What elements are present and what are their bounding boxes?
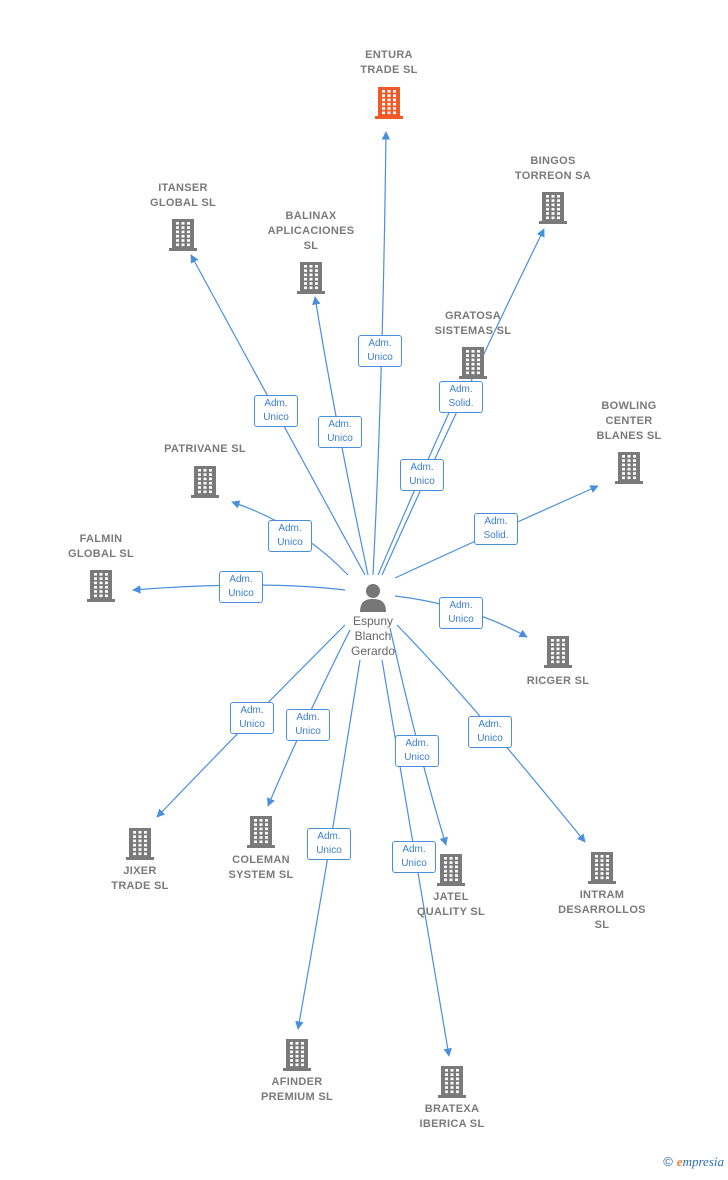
- company-name: GRATOSA SISTEMAS SL: [434, 310, 512, 337]
- brand-footer: ©empresia: [663, 1154, 724, 1170]
- brand-initial: e: [676, 1154, 683, 1169]
- relation-badge-gratosa[interactable]: Adm. Solid.: [439, 381, 483, 413]
- company-node-ricger[interactable]: RICGER SL: [488, 634, 628, 689]
- building-icon: [437, 854, 465, 886]
- company-node-bratexa[interactable]: BRATEXA IBERICA SL: [382, 1064, 522, 1132]
- company-name: INTRAM DESARROLLOS SL: [558, 889, 646, 931]
- building-icon: [544, 636, 572, 668]
- relation-badge-jixer[interactable]: Adm. Unico: [230, 702, 274, 734]
- company-name: BINGOS TORREON SA: [514, 155, 592, 182]
- company-name: ITANSER GLOBAL SL: [149, 182, 217, 209]
- company-node-balinax[interactable]: BALINAX APLICACIONES SL: [241, 209, 381, 294]
- relation-badge-bingos[interactable]: Adm. Unico: [400, 459, 444, 491]
- building-icon: [87, 570, 115, 602]
- relation-badge-patrivane[interactable]: Adm. Unico: [268, 520, 312, 552]
- brand-name: mpresia: [682, 1154, 724, 1169]
- company-name: PATRIVANE SL: [164, 443, 246, 455]
- company-node-afinder[interactable]: AFINDER PREMIUM SL: [227, 1037, 367, 1105]
- person-name: Espuny Blanch Gerardo: [350, 614, 396, 658]
- building-icon: [247, 816, 275, 848]
- person-icon: [360, 584, 386, 612]
- relation-badge-coleman[interactable]: Adm. Unico: [286, 709, 330, 741]
- relation-badge-itanser[interactable]: Adm. Unico: [254, 395, 298, 427]
- relation-badge-balinax[interactable]: Adm. Unico: [318, 416, 362, 448]
- company-node-jatel[interactable]: JATEL QUALITY SL: [381, 852, 521, 920]
- copyright-symbol: ©: [663, 1154, 673, 1169]
- building-icon: [283, 1039, 311, 1071]
- company-node-coleman[interactable]: COLEMAN SYSTEM SL: [191, 814, 331, 883]
- relation-badge-intram[interactable]: Adm. Unico: [468, 716, 512, 748]
- company-node-intram[interactable]: INTRAM DESARROLLOS SL: [532, 850, 672, 933]
- company-node-entura[interactable]: ENTURA TRADE SL: [319, 48, 459, 119]
- building-icon: [126, 828, 154, 860]
- company-node-bingos[interactable]: BINGOS TORREON SA: [483, 154, 623, 224]
- building-icon: [588, 852, 616, 884]
- company-name: BRATEXA IBERICA SL: [419, 1103, 485, 1130]
- company-node-falmin[interactable]: FALMIN GLOBAL SL: [31, 532, 171, 602]
- building-icon: [297, 262, 325, 294]
- relation-badge-falmin[interactable]: Adm. Unico: [219, 571, 263, 603]
- company-name: COLEMAN SYSTEM SL: [228, 854, 294, 881]
- relation-badge-bowling[interactable]: Adm. Solid.: [474, 513, 518, 545]
- relation-badge-afinder[interactable]: Adm. Unico: [307, 828, 351, 860]
- relation-badge-jatel[interactable]: Adm. Unico: [395, 735, 439, 767]
- company-name: JIXER TRADE SL: [111, 865, 169, 892]
- building-icon: [539, 192, 567, 224]
- building-icon: [191, 466, 219, 498]
- company-name: ENTURA TRADE SL: [360, 49, 418, 76]
- company-name: BALINAX APLICACIONES SL: [267, 210, 355, 252]
- company-node-patrivane[interactable]: PATRIVANE SL: [135, 442, 275, 498]
- building-icon: [615, 452, 643, 484]
- building-icon: [459, 347, 487, 379]
- company-name: RICGER SL: [526, 675, 590, 687]
- company-name: FALMIN GLOBAL SL: [67, 533, 135, 560]
- relation-badge-entura[interactable]: Adm. Unico: [358, 335, 402, 367]
- building-icon: [375, 87, 403, 119]
- company-name: BOWLING CENTER BLANES SL: [596, 400, 662, 442]
- company-node-itanser[interactable]: ITANSER GLOBAL SL: [113, 181, 253, 251]
- relation-badge-bratexa[interactable]: Adm. Unico: [392, 841, 436, 873]
- company-name: JATEL QUALITY SL: [416, 891, 486, 918]
- relation-badge-ricger[interactable]: Adm. Unico: [439, 597, 483, 629]
- company-name: AFINDER PREMIUM SL: [260, 1076, 334, 1103]
- company-node-gratosa[interactable]: GRATOSA SISTEMAS SL: [403, 309, 543, 379]
- person-node[interactable]: Espuny Blanch Gerardo: [328, 582, 418, 659]
- company-node-bowling[interactable]: BOWLING CENTER BLANES SL: [559, 399, 699, 484]
- building-icon: [438, 1066, 466, 1098]
- building-icon: [169, 219, 197, 251]
- company-node-jixer[interactable]: JIXER TRADE SL: [70, 826, 210, 894]
